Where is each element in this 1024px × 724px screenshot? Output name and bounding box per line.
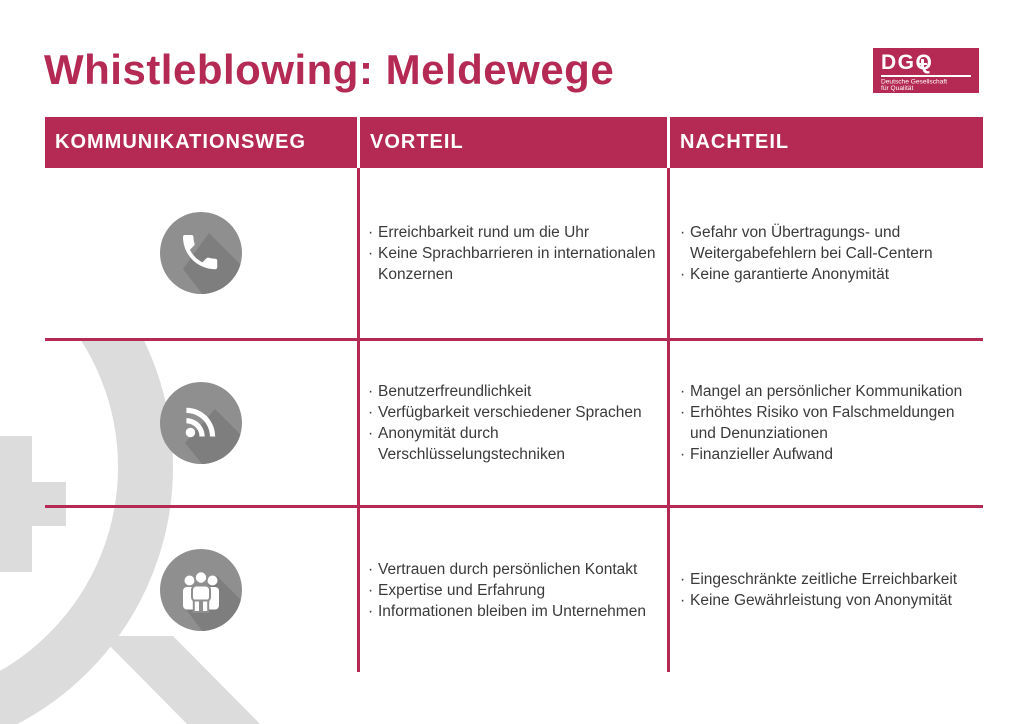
- advantages-list: · Erreichbarkeit rund um die Uhr · Keine…: [368, 222, 662, 285]
- advantages-cell: · Benutzerfreundlichkeit · Verfügbarkeit…: [357, 341, 667, 505]
- list-item: · Informationen bleiben im Unternehmen: [368, 601, 646, 622]
- list-item-text: Benutzerfreundlichkeit: [378, 383, 532, 400]
- bullet: ·: [680, 571, 686, 588]
- list-item: · Verfügbarkeit verschiedener Sprachen: [368, 402, 662, 423]
- list-item-text: Keine Sprachbarrieren in internationalen…: [378, 244, 656, 283]
- dgq-logo: DGQ Deutsche Gesellschaft für Qualität: [873, 48, 979, 93]
- people-icon: [160, 549, 242, 631]
- channel-cell: [45, 341, 357, 505]
- bullet: ·: [368, 223, 374, 241]
- bullet: ·: [680, 446, 686, 463]
- logo-acronym: DGQ: [881, 51, 934, 74]
- row-divider: [45, 338, 983, 341]
- column-header-vorteil: VORTEIL: [357, 117, 667, 168]
- list-item-text: Eingeschränkte zeitliche Erreichbarkeit: [690, 571, 958, 588]
- disadvantages-list: · Mangel an persönlicher Kommunikation ·…: [680, 381, 976, 465]
- bullet: ·: [368, 581, 374, 599]
- column-divider: [357, 168, 360, 672]
- rss-icon: [160, 382, 242, 464]
- list-item-text: Erhöhtes Risiko von Falschmeldungen und …: [690, 404, 955, 442]
- list-item: · Eingeschränkte zeitliche Erreichbarkei…: [680, 569, 957, 590]
- channel-cell: [45, 508, 357, 672]
- list-item-text: Vertrauen durch persönlichen Kontakt: [378, 560, 638, 578]
- disadvantages-list: · Gefahr von Übertragungs- und Weitergab…: [680, 222, 976, 285]
- channel-cell: [45, 168, 357, 338]
- bullet: ·: [680, 592, 686, 609]
- advantages-list: · Vertrauen durch persönlichen Kontakt ·…: [368, 559, 646, 622]
- magnifier-lens-ring: [0, 339, 173, 724]
- list-item-text: Finanzieller Aufwand: [690, 446, 834, 463]
- table-row-persons: · Vertrauen durch persönlichen Kontakt ·…: [45, 508, 983, 672]
- list-item-text: Mangel an persönlicher Kommunikation: [690, 383, 963, 400]
- advantages-cell: · Vertrauen durch persönlichen Kontakt ·…: [357, 508, 667, 672]
- magnifier-handle: [100, 636, 261, 724]
- column-divider: [667, 168, 670, 672]
- bullet: ·: [680, 223, 686, 241]
- bullet: ·: [368, 425, 374, 442]
- list-item: · Benutzerfreundlichkeit: [368, 381, 662, 402]
- advantages-cell: · Erreichbarkeit rund um die Uhr · Keine…: [357, 168, 667, 338]
- bullet: ·: [680, 404, 686, 421]
- list-item: · Vertrauen durch persönlichen Kontakt: [368, 559, 646, 580]
- list-item-text: Expertise und Erfahrung: [378, 581, 546, 599]
- list-item: · Anonymität durch Verschlüsselungstechn…: [368, 423, 662, 465]
- bullet: ·: [368, 244, 374, 262]
- disadvantages-cell: · Eingeschränkte zeitliche Erreichbarkei…: [667, 508, 983, 672]
- plus-icon-vertical-bar: [0, 436, 32, 572]
- list-item-text: Anonymität durch Verschlüsselungstechnik…: [378, 425, 565, 463]
- logo-subtitle-line2: für Qualität: [881, 84, 914, 92]
- list-item: · Gefahr von Übertragungs- und Weitergab…: [680, 222, 976, 264]
- list-item: · Keine Sprachbarrieren in international…: [368, 243, 662, 285]
- phone-icon: [160, 212, 242, 294]
- page-title: Whistleblowing: Meldewege: [44, 46, 615, 93]
- list-item: · Erreichbarkeit rund um die Uhr: [368, 222, 662, 243]
- list-item: · Mangel an persönlicher Kommunikation: [680, 381, 976, 402]
- list-item: · Finanzieller Aufwand: [680, 444, 976, 465]
- disadvantages-cell: · Gefahr von Übertragungs- und Weitergab…: [667, 168, 983, 338]
- column-header-kommunikationsweg: KOMMUNIKATIONSWEG: [55, 131, 307, 153]
- list-item-text: Erreichbarkeit rund um die Uhr: [378, 223, 590, 241]
- bullet: ·: [680, 383, 686, 400]
- disadvantages-list: · Eingeschränkte zeitliche Erreichbarkei…: [680, 569, 957, 611]
- list-item-text: Verfügbarkeit verschiedener Sprachen: [378, 404, 642, 421]
- row-divider: [45, 505, 983, 508]
- list-item: · Erhöhtes Risiko von Falschmeldungen un…: [680, 402, 976, 444]
- list-item-text: Keine Gewährleistung von Anonymität: [690, 592, 952, 609]
- list-item: · Expertise und Erfahrung: [368, 580, 646, 601]
- column-header-nachteil: NACHTEIL: [667, 117, 983, 168]
- list-item: · Keine Gewährleistung von Anonymität: [680, 590, 957, 611]
- list-item-text: Informationen bleiben im Unternehmen: [378, 602, 646, 620]
- advantages-list: · Benutzerfreundlichkeit · Verfügbarkeit…: [368, 381, 662, 465]
- list-item-text: Keine garantierte Anonymität: [690, 265, 890, 283]
- table-row-phone: · Erreichbarkeit rund um die Uhr · Keine…: [45, 168, 983, 338]
- bullet: ·: [368, 383, 374, 400]
- bullet: ·: [368, 560, 374, 578]
- list-item: · Keine garantierte Anonymität: [680, 264, 976, 285]
- bullet: ·: [368, 602, 374, 620]
- disadvantages-cell: · Mangel an persönlicher Kommunikation ·…: [667, 341, 983, 505]
- list-item-text: Gefahr von Übertragungs- und Weitergabef…: [690, 223, 933, 262]
- logo-divider: [881, 75, 971, 77]
- bullet: ·: [368, 404, 374, 421]
- logo-subtitle-line1: Deutsche Gesellschaft: [881, 77, 948, 86]
- bullet: ·: [680, 265, 686, 283]
- table-row-online: · Benutzerfreundlichkeit · Verfügbarkeit…: [45, 341, 983, 505]
- table-header: KOMMUNIKATIONSWEG VORTEIL NACHTEIL: [45, 117, 983, 168]
